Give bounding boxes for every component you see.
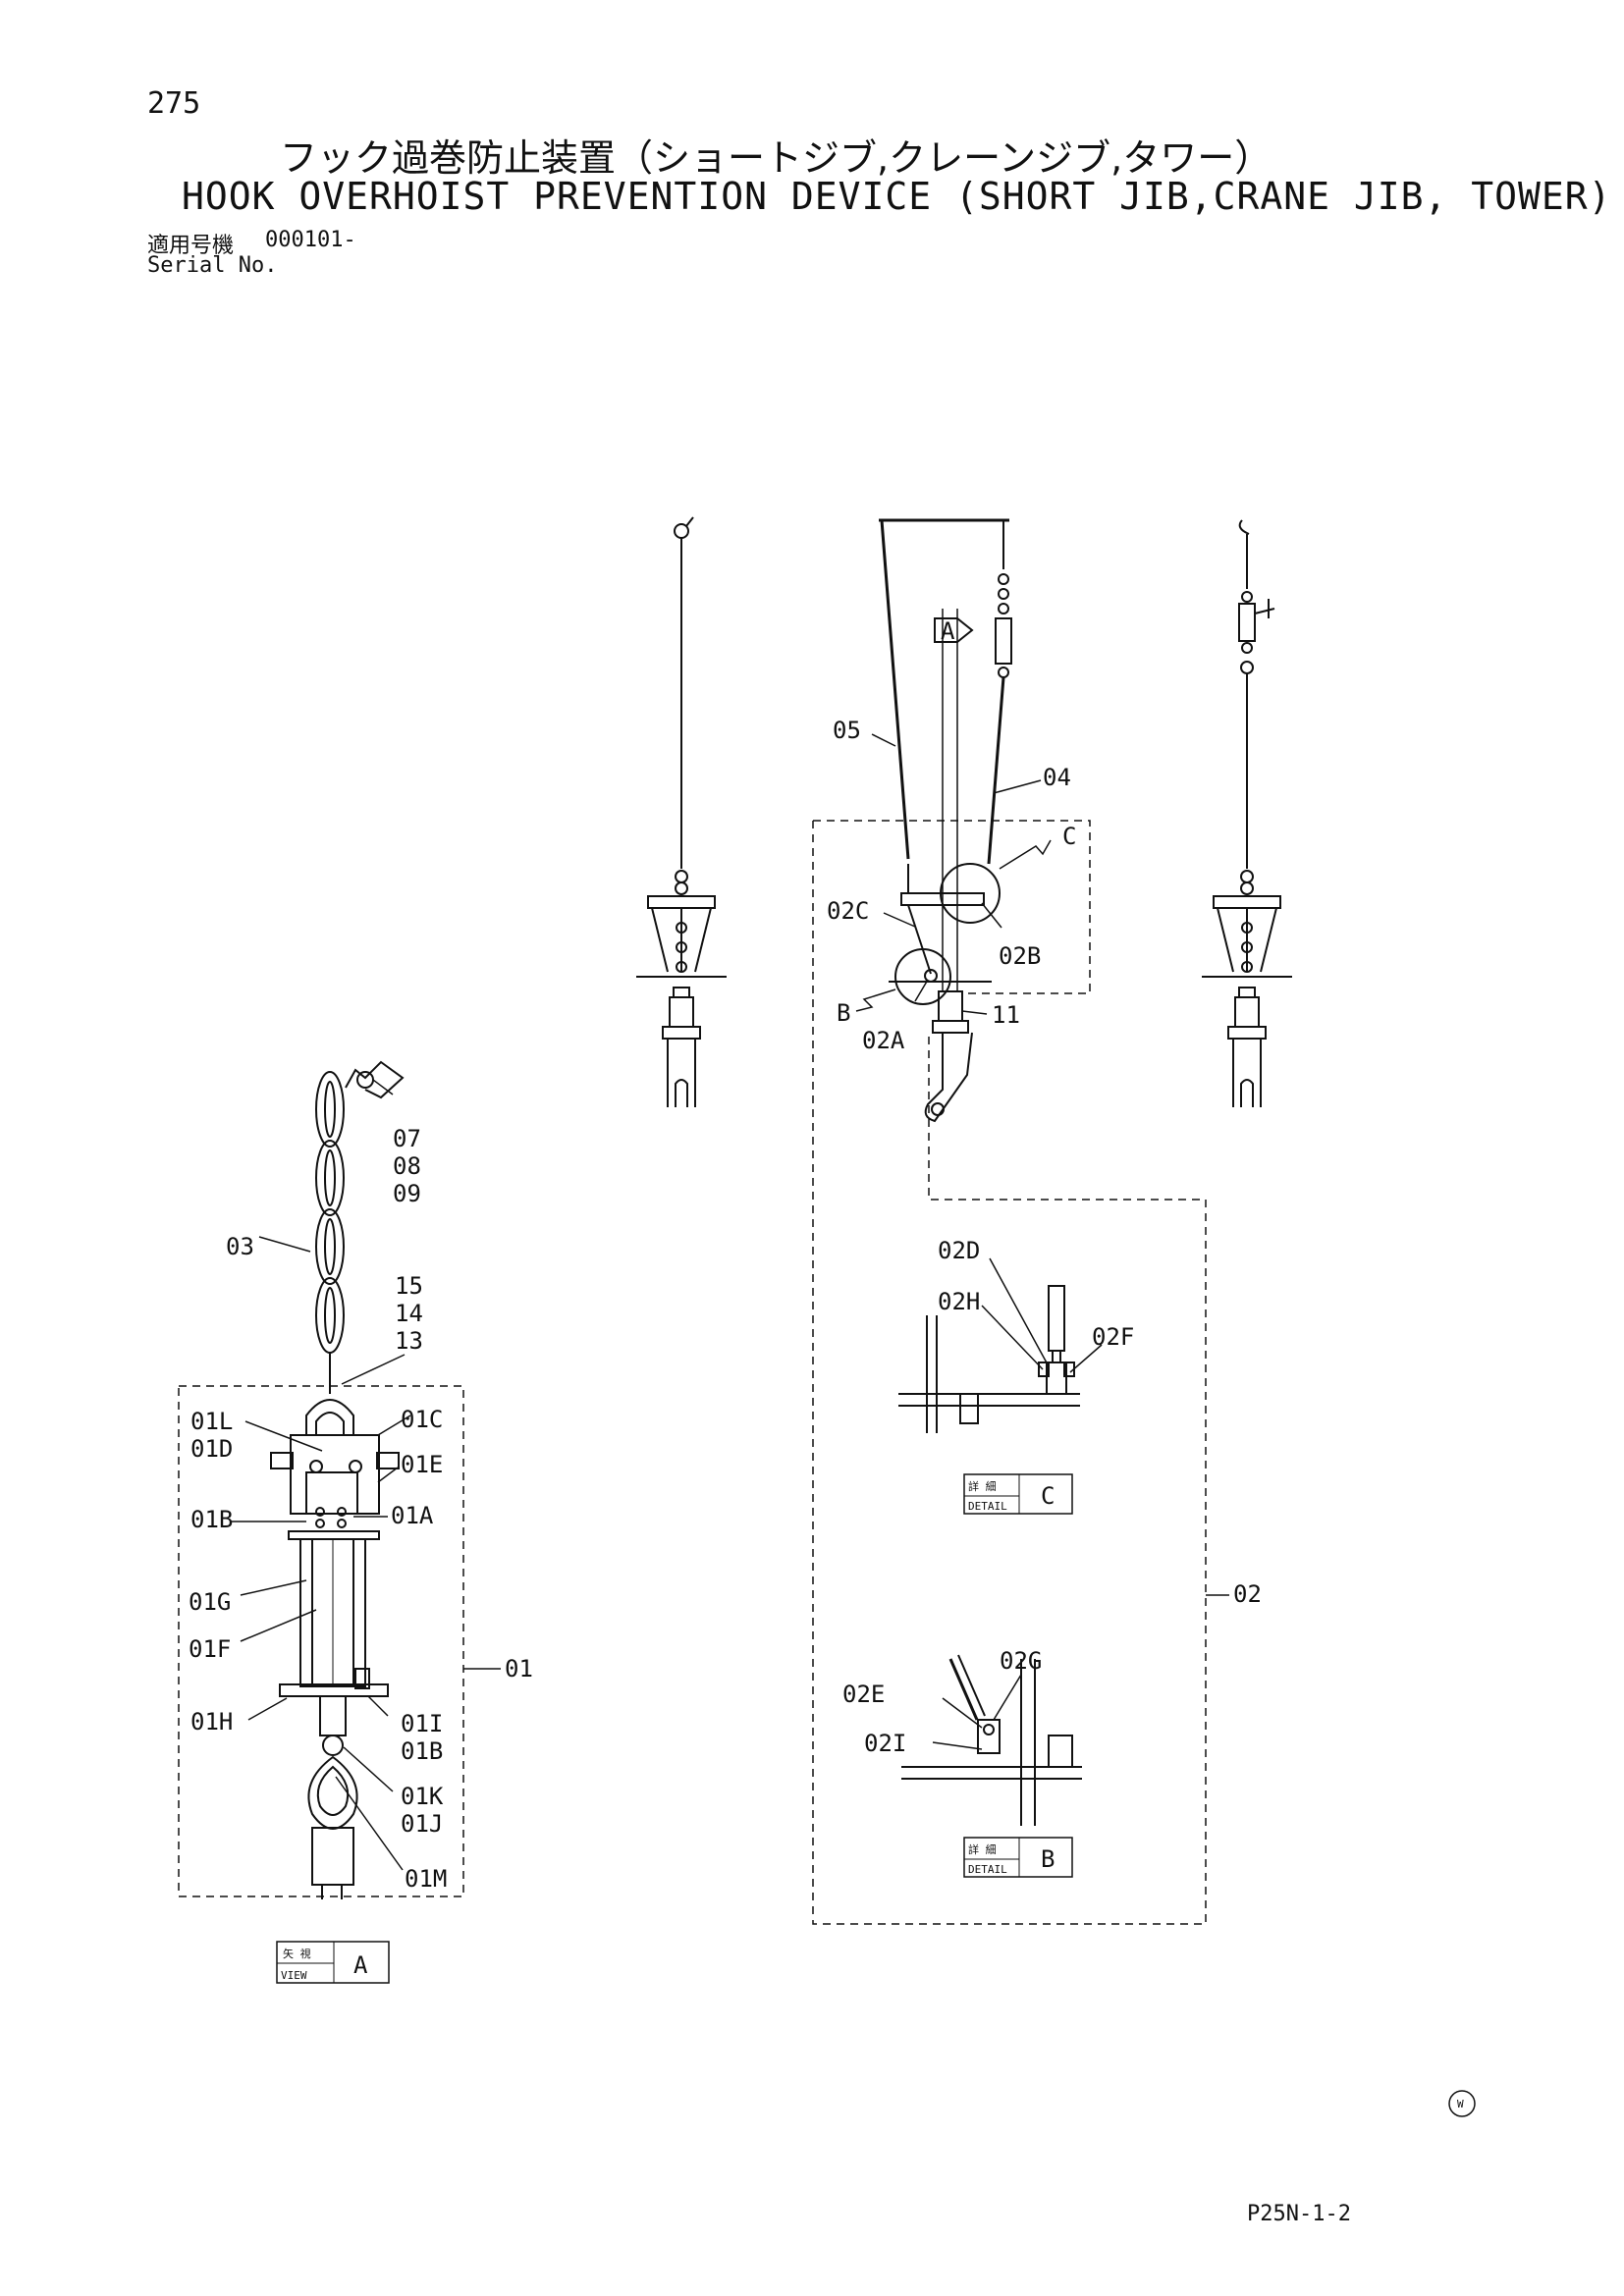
callout-02G: 02G bbox=[1000, 1647, 1042, 1675]
callout-detail-b-marker: B bbox=[837, 999, 850, 1027]
callout-01B-lower: 01B bbox=[401, 1737, 443, 1765]
detail-c-label: 詳 細 DETAIL C bbox=[963, 1473, 1073, 1515]
leader-lines bbox=[231, 733, 1229, 1871]
footer-code: P25N-1-2 bbox=[1247, 2202, 1351, 2226]
callout-01: 01 bbox=[505, 1655, 533, 1682]
callout-08: 08 bbox=[393, 1152, 421, 1180]
callout-02H: 02H bbox=[938, 1288, 980, 1315]
callout-04: 04 bbox=[1043, 764, 1071, 791]
view-a-marker: A bbox=[941, 617, 955, 645]
page-number: 275 bbox=[147, 86, 201, 121]
callout-01G: 01G bbox=[189, 1588, 231, 1616]
view-a-label-en: VIEW bbox=[281, 1969, 307, 1982]
callout-01F: 01F bbox=[189, 1635, 231, 1663]
callout-01C: 01C bbox=[401, 1406, 443, 1433]
callout-01I: 01I bbox=[401, 1710, 443, 1737]
detail-b-drawing bbox=[901, 1654, 1082, 1826]
right-hook-assembly bbox=[1202, 519, 1292, 1107]
detail-c-letter: C bbox=[1041, 1482, 1055, 1510]
callout-01B: 01B bbox=[190, 1506, 233, 1533]
detail-c-label-en: DETAIL bbox=[968, 1500, 1007, 1513]
callout-01L: 01L bbox=[190, 1408, 233, 1435]
callout-02F: 02F bbox=[1092, 1323, 1134, 1351]
callout-15: 15 bbox=[395, 1272, 423, 1300]
serial-label-japanese: 適用号機 bbox=[147, 234, 235, 258]
detail-c-label-jp: 詳 細 bbox=[968, 1479, 997, 1493]
detail-b-letter: B bbox=[1041, 1845, 1055, 1873]
left-hook-assembly bbox=[636, 516, 727, 1107]
callout-01H: 01H bbox=[190, 1708, 233, 1735]
detail-b-label-en: DETAIL bbox=[968, 1863, 1007, 1876]
callout-13: 13 bbox=[395, 1327, 423, 1355]
serial-label-english: Serial No. bbox=[147, 253, 278, 278]
footer-w-mark: W bbox=[1457, 2098, 1464, 2110]
callout-02E: 02E bbox=[842, 1681, 885, 1708]
callout-03: 03 bbox=[226, 1233, 254, 1260]
callout-02D: 02D bbox=[938, 1237, 980, 1264]
callout-05: 05 bbox=[833, 717, 861, 744]
callout-02C: 02C bbox=[827, 897, 869, 925]
view-a-label-jp: 矢 視 bbox=[283, 1947, 311, 1960]
callout-01J: 01J bbox=[401, 1810, 443, 1838]
view-a-label: 矢 視 VIEW A bbox=[276, 1941, 390, 1984]
page-title-english: HOOK OVERHOIST PREVENTION DEVICE (SHORT … bbox=[182, 175, 1612, 218]
callout-11: 11 bbox=[992, 1001, 1020, 1029]
callout-02: 02 bbox=[1233, 1580, 1262, 1608]
callout-02A: 02A bbox=[862, 1027, 905, 1054]
callout-01D: 01D bbox=[190, 1435, 233, 1463]
detail-b-label: 詳 細 DETAIL B bbox=[963, 1837, 1073, 1878]
part-callouts: 05 04 C 02C 02B B 02A 11 07 08 09 03 15 … bbox=[189, 717, 1262, 1893]
callout-01E: 01E bbox=[401, 1451, 443, 1478]
detail-c-drawing bbox=[898, 1285, 1080, 1433]
callout-14: 14 bbox=[395, 1300, 423, 1327]
callout-07: 07 bbox=[393, 1125, 421, 1152]
view-a-device bbox=[178, 1060, 464, 1899]
callout-01A: 01A bbox=[391, 1502, 434, 1529]
footer: W P25N-1-2 bbox=[1247, 2090, 1476, 2226]
callout-01K: 01K bbox=[401, 1783, 444, 1810]
page-title-japanese: フック過巻防止装置（ショートジブ,クレーンジブ,タワー） bbox=[280, 136, 1272, 180]
callout-01M: 01M bbox=[405, 1865, 447, 1893]
serial-number-value: 000101- bbox=[265, 228, 356, 252]
callout-detail-c-marker: C bbox=[1062, 823, 1076, 850]
center-hook-assembly: A bbox=[812, 518, 1207, 1925]
callout-02I: 02I bbox=[864, 1730, 906, 1757]
view-a-letter: A bbox=[353, 1951, 368, 1979]
detail-b-label-jp: 詳 細 bbox=[968, 1842, 997, 1856]
callout-09: 09 bbox=[393, 1180, 421, 1207]
callout-02B: 02B bbox=[999, 942, 1041, 970]
